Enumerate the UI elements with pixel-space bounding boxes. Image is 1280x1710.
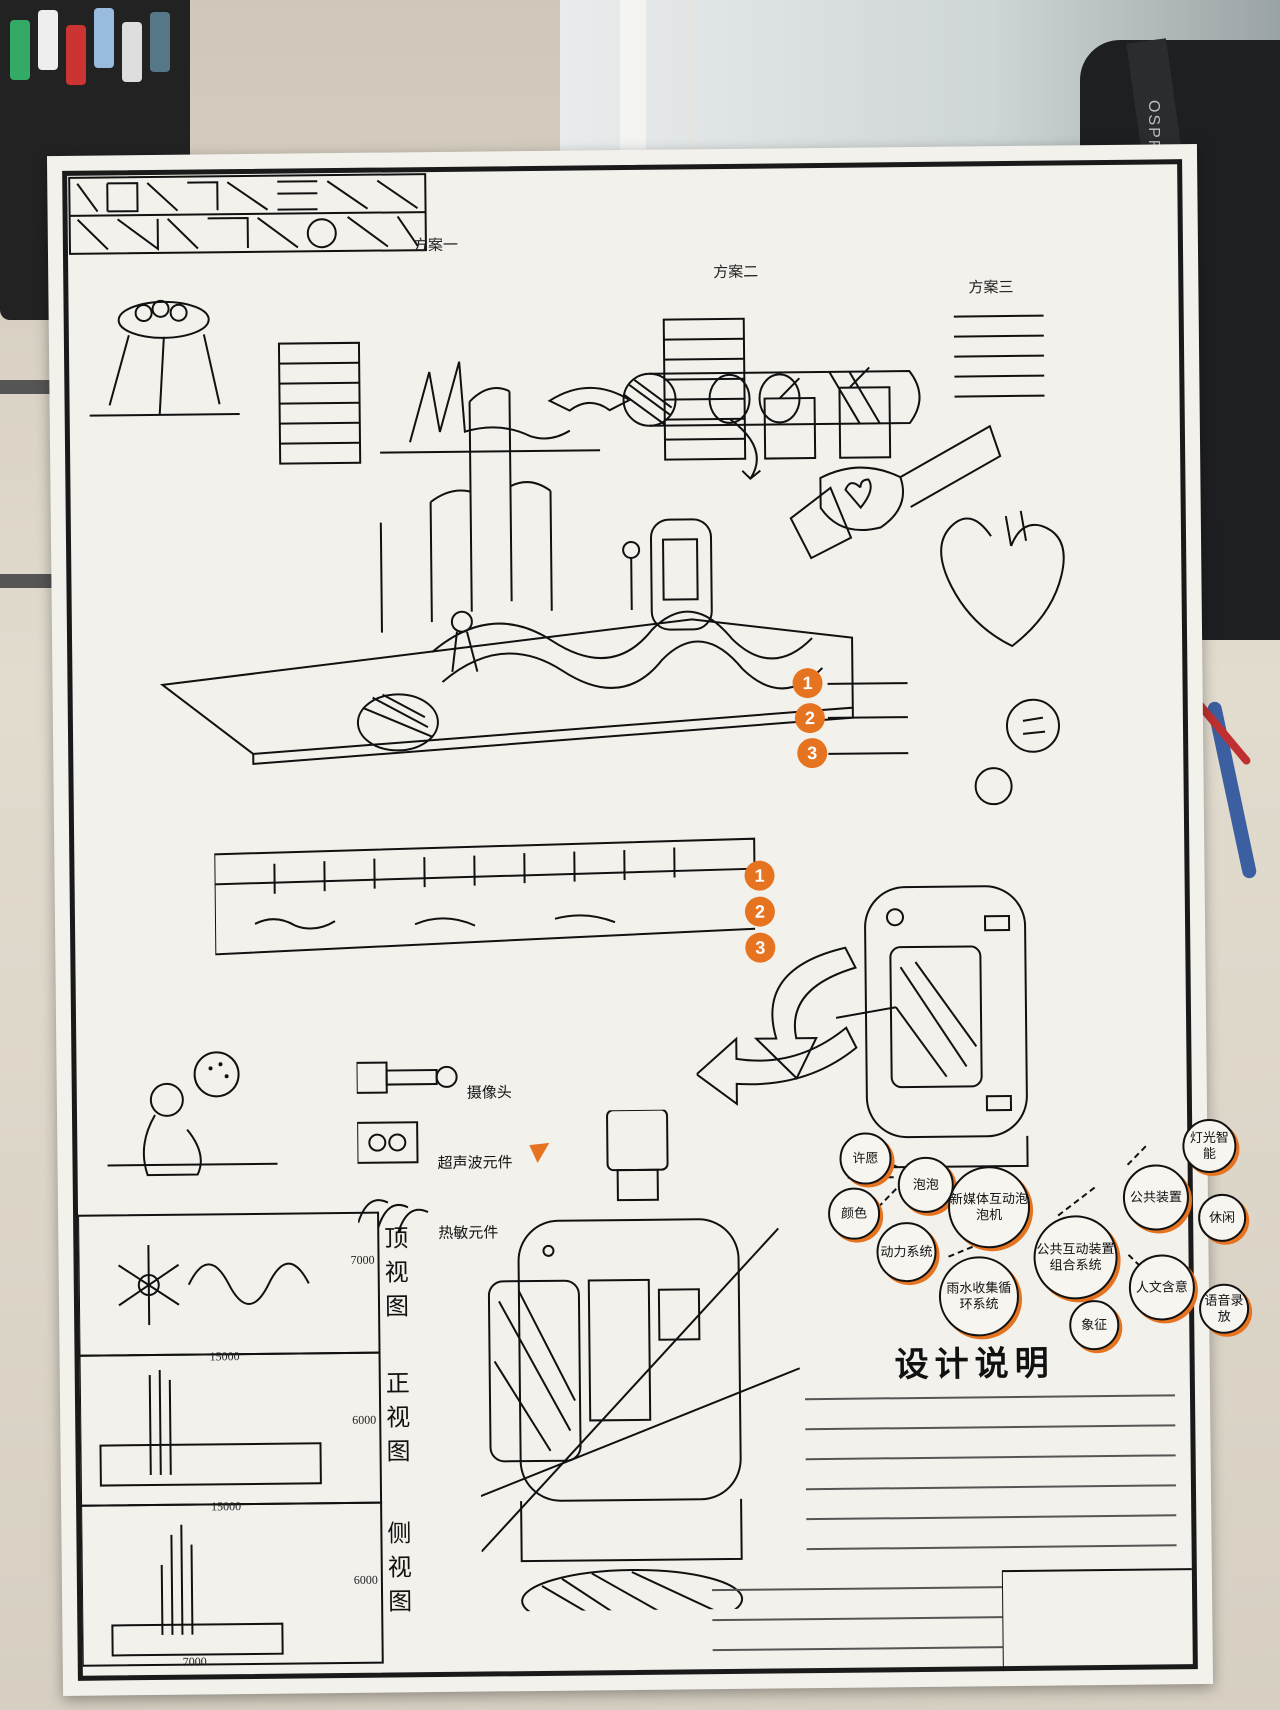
crouching-figure-sketch — [107, 1051, 278, 1177]
plan-two-label: 方案二 — [713, 264, 759, 282]
orthographic-drawings — [77, 1211, 384, 1667]
mindmap-node: 雨水收集循环系统 — [938, 1255, 1020, 1337]
marker-cap — [38, 10, 58, 70]
heart-bubbles-sketch — [940, 510, 1065, 806]
front-view-height-dim: 6000 — [352, 1412, 377, 1427]
top-view-height-dim: 7000 — [350, 1252, 375, 1267]
mindmap-node: 公共装置 — [1122, 1164, 1190, 1231]
side-view-width-dim: 7000 — [182, 1654, 207, 1669]
step-number-badge: 1 — [792, 667, 823, 699]
mindmap-node: 泡泡 — [897, 1156, 955, 1214]
step-number-badge: 3 — [797, 737, 828, 769]
top-view-label: 顶视图 — [384, 1226, 410, 1321]
mindmap-node: 语音录放 — [1198, 1283, 1250, 1335]
plan-three-label: 方案三 — [968, 279, 1014, 297]
mindmap-node: 人文含意 — [1128, 1254, 1196, 1321]
mindmap-node: 休闲 — [1197, 1193, 1247, 1243]
step-number-badge: 1 — [744, 860, 775, 891]
marker-cap — [150, 12, 170, 72]
kiosk-sketch — [835, 885, 1029, 1169]
step-number-badge: 2 — [794, 702, 826, 734]
mindmap-node: 颜色 — [827, 1187, 881, 1240]
cutaway-track — [213, 837, 756, 956]
side-view-height-dim: 6000 — [353, 1572, 378, 1587]
component-icons — [356, 1061, 458, 1233]
poster-sheet: 方案一 方案二 方案三 — [46, 144, 1250, 1696]
plan-sketches — [89, 299, 892, 465]
pipe-watch-sketches — [622, 370, 1002, 560]
plan-three-lines — [953, 314, 1045, 398]
top-view-width-dim: 15000 — [209, 1349, 240, 1364]
orthographic-views: 顶视图 正视图 侧视图 15000 7000 15000 6000 7000 6… — [47, 144, 1197, 1669]
mindmap-node: 动力系统 — [876, 1221, 937, 1283]
design-notes-title: 设计说明 — [894, 1344, 1055, 1385]
marker-cap — [10, 20, 30, 80]
mindmap-node: 许愿 — [839, 1132, 892, 1185]
plan-one-label: 方案一 — [412, 237, 459, 255]
marker-cap — [66, 25, 86, 85]
title-block-letters — [68, 173, 427, 255]
kiosk-exploded-sketch — [476, 1108, 801, 1612]
camera-label: 摄像头 — [466, 1085, 512, 1102]
flow-arrows — [695, 946, 858, 1106]
marker-cap — [94, 8, 114, 68]
mindmap-node: 公共互动装置组合系统 — [1033, 1214, 1118, 1300]
window-frame-thin — [690, 0, 696, 200]
step-lines — [827, 682, 909, 755]
main-perspective-sketch — [159, 386, 854, 766]
mindmap-node: 象征 — [1069, 1299, 1120, 1351]
mindmap-node: 新媒体互动泡泡机 — [947, 1165, 1031, 1249]
front-view-label: 正视图 — [385, 1371, 411, 1466]
marker-cap — [122, 22, 142, 82]
mindmap-node: 灯光智能 — [1182, 1118, 1237, 1174]
front-view-width-dim: 15000 — [211, 1499, 242, 1514]
side-view-label: 侧视图 — [387, 1521, 413, 1616]
pointer-triangle-icon — [529, 1142, 550, 1163]
corner-box — [1001, 1568, 1192, 1672]
